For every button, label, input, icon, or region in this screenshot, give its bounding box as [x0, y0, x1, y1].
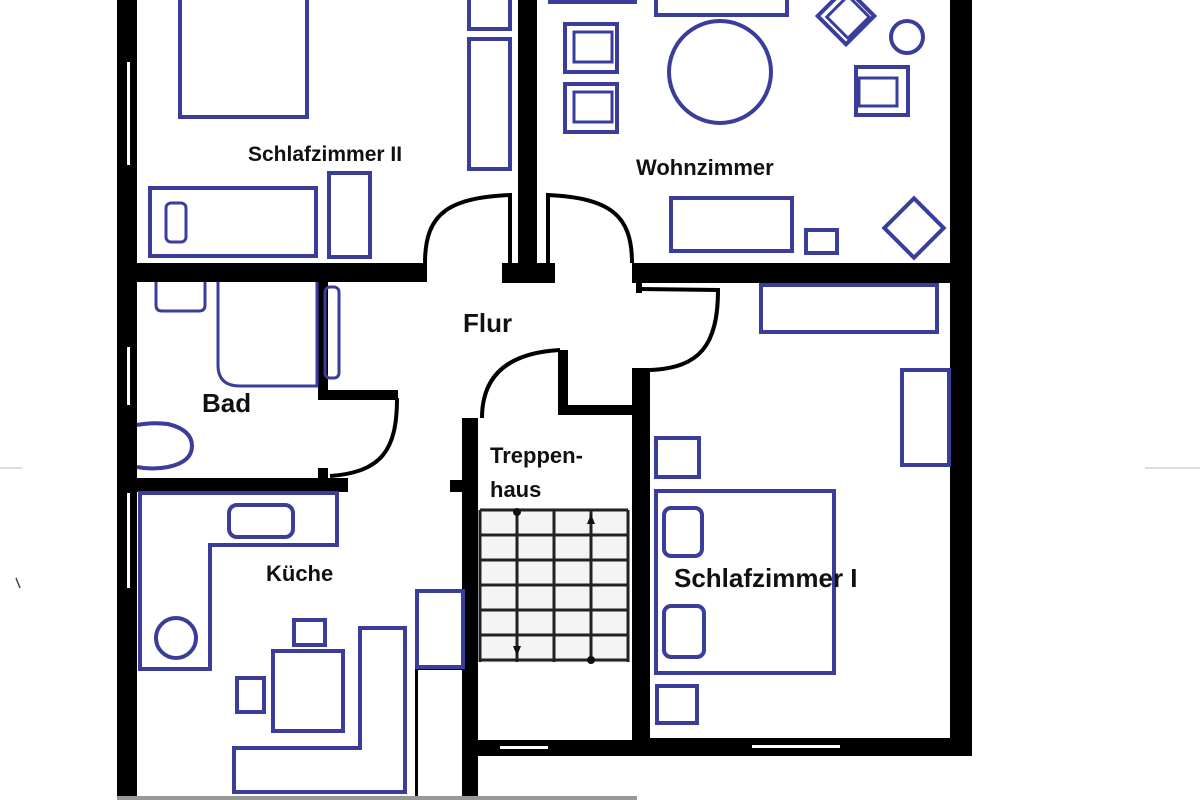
furniture-bedroom1: [654, 283, 951, 725]
room-labels: Schlafzimmer II Wohnzimmer Flur Bad Trep…: [202, 143, 858, 593]
chair-top: [292, 618, 327, 647]
pillow-1: [662, 506, 704, 558]
small-table: [804, 228, 839, 255]
wall-stair-bottom: [478, 740, 638, 756]
chair-1-seat: [572, 30, 614, 64]
wall-pier: [502, 263, 555, 283]
tick-mark: [15, 577, 21, 589]
wall-stair-top-h: [558, 405, 638, 415]
table: [271, 649, 345, 733]
shelf-top: [548, 0, 637, 4]
label-bath: Bad: [202, 388, 251, 418]
doors: [329, 192, 721, 478]
pillow-2: [662, 604, 706, 659]
dresser: [900, 368, 951, 467]
label-stair-2: haus: [490, 477, 541, 502]
arrow-up-icon: [587, 514, 595, 524]
label-living: Wohnzimmer: [636, 155, 774, 180]
wardrobe: [467, 37, 512, 171]
armchair-seat: [857, 76, 899, 108]
window-bath: [127, 347, 130, 405]
fridge: [415, 589, 465, 669]
wall-living-bedroom1: [632, 263, 972, 283]
wall-bath-hall-stub: [318, 390, 398, 400]
counter-l2: [232, 626, 407, 794]
chair-left: [235, 676, 266, 714]
round-table: [667, 19, 773, 125]
door-stair: [480, 348, 561, 419]
side-table-round: [889, 19, 925, 55]
wall-right: [950, 0, 972, 756]
windows: [127, 62, 840, 749]
sofa: [669, 196, 794, 253]
armchair: [854, 65, 910, 117]
toilet-tank: [154, 282, 207, 313]
bottom-edge: [117, 796, 637, 800]
desk-item: [164, 201, 188, 244]
label-stair-1: Treppen-: [490, 443, 583, 468]
bed: [178, 0, 309, 119]
wardrobe-small: [467, 0, 512, 31]
door-living: [546, 192, 634, 264]
window-stair: [500, 746, 548, 749]
chair-2: [563, 82, 619, 134]
door-bath: [329, 397, 399, 478]
wall-bath-hall: [318, 282, 328, 400]
armchair-diamond: [814, 0, 878, 48]
washbasin: [136, 421, 195, 471]
chair-1: [563, 22, 619, 74]
wall-stair-bedroom1: [632, 368, 650, 756]
counter-l: [138, 491, 339, 671]
shower: [216, 282, 319, 388]
nightstand-bottom: [655, 684, 699, 725]
sink: [227, 503, 295, 539]
arrow-tail-dot: [587, 656, 595, 664]
label-bedroom1: Schlafzimmer I: [674, 563, 858, 593]
nightstand-top: [654, 436, 701, 479]
chair-2-seat: [572, 90, 614, 124]
radiator: [323, 285, 341, 380]
furniture-kitchen: [138, 491, 465, 794]
label-bedroom2: Schlafzimmer II: [248, 143, 402, 166]
armchair-diamond-seat: [824, 0, 872, 41]
door-bedroom1: [639, 287, 721, 372]
wall-bedroom2-living: [518, 0, 537, 283]
arrow-tail-dot: [513, 508, 521, 516]
furniture-bath: [136, 282, 341, 471]
door-stop-bath: [318, 468, 328, 480]
furniture-bedroom2: [148, 0, 512, 259]
wall-bump: [450, 480, 464, 492]
staircase: [478, 508, 630, 664]
arrow-down-icon: [513, 646, 521, 656]
door-bedroom2: [423, 192, 512, 264]
window-kitchen: [127, 493, 130, 588]
furniture-living: [548, 0, 947, 261]
cabinet: [327, 171, 372, 259]
plant-stand: [881, 195, 947, 261]
double-bed: [654, 489, 836, 675]
wall-kitchen-stair: [462, 418, 478, 800]
sideboard: [654, 0, 789, 17]
desk: [148, 186, 318, 258]
wall-stair-top-v: [558, 350, 568, 415]
wardrobe: [759, 283, 939, 334]
window-bedroom2: [127, 62, 130, 165]
label-kitchen: Küche: [266, 561, 333, 586]
door-stop-bedroom1: [636, 283, 642, 293]
thin-wall-kitchen: [415, 668, 418, 800]
label-hall: Flur: [463, 308, 512, 338]
window-bedroom1: [752, 745, 840, 748]
stove-burner: [154, 616, 198, 660]
wall-bedroom2-bath: [117, 263, 427, 282]
wall-bath-kitchen: [117, 478, 348, 492]
